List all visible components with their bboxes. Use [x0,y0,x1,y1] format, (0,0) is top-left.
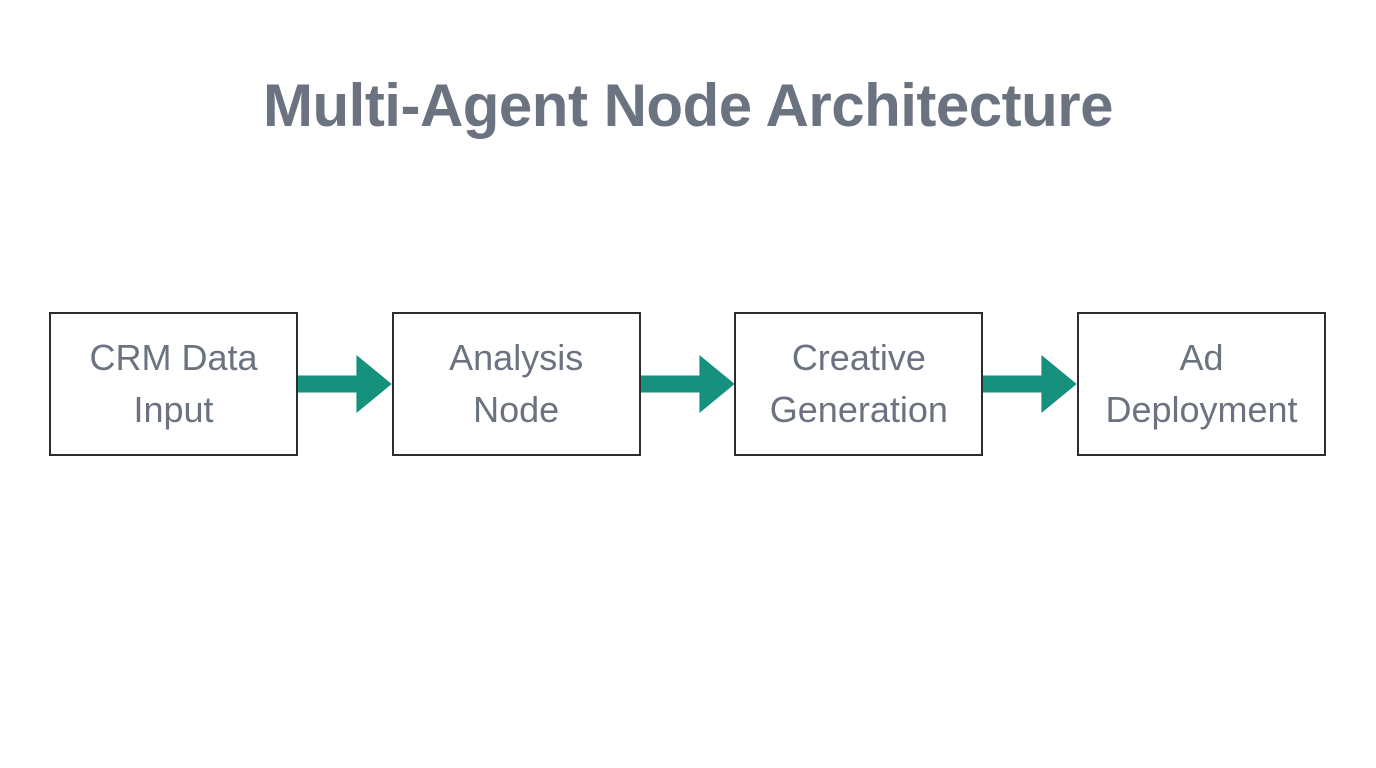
flow-row: CRM Data Input Analysis Node Creative Ge… [49,312,1327,456]
node-label-ad-deployment: Ad Deployment [1105,337,1298,430]
flow-connector-1 [298,312,392,456]
flow-node-ad-deployment: Ad Deployment [1077,312,1327,456]
node-label-creative-generation: Creative Generation [769,337,948,430]
flow-node-crm-data-input: CRM Data Input [49,312,298,456]
right-arrow-icon [298,355,392,413]
right-arrow-icon [640,355,735,413]
flow-node-analysis-node: Analysis Node [391,312,641,456]
node-label-analysis-node: Analysis Node [449,337,584,430]
flow-connector-2 [640,312,735,456]
node-label-crm-data-input: CRM Data Input [89,337,258,430]
right-arrow-icon [983,355,1078,413]
diagram-title: Multi-Agent Node Architecture [263,72,1113,139]
flow-node-creative-generation: Creative Generation [734,312,984,456]
flow-connector-3 [983,312,1078,456]
